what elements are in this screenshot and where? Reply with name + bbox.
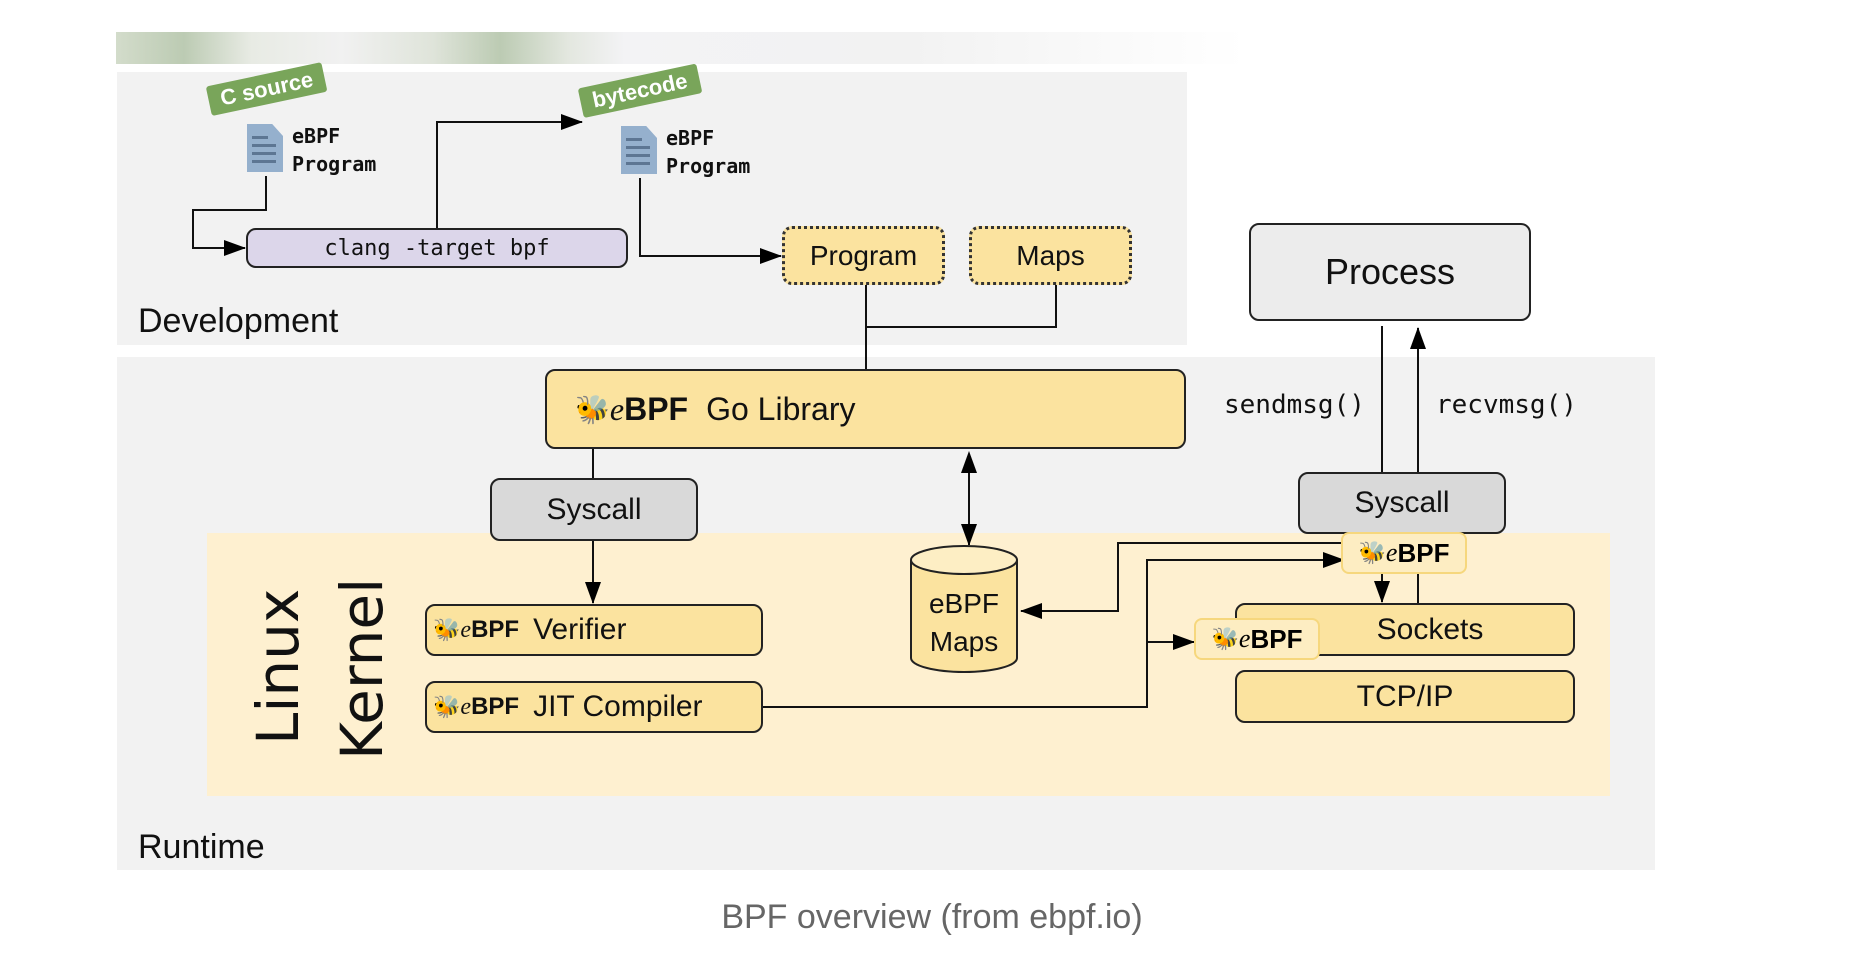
maps-store-line2: Maps — [929, 626, 999, 657]
header-banner — [116, 32, 1246, 64]
bee-icon: 🐝 — [1211, 626, 1239, 651]
source-doc-line1: eBPF — [292, 124, 341, 148]
source-doc-line2: Program — [292, 152, 377, 176]
syscall-right-box[interactable]: Syscall — [1298, 472, 1506, 534]
jit-label: JIT Compiler — [533, 690, 703, 723]
ebpf-maps-store[interactable]: eBPF Maps — [911, 585, 1017, 661]
logo-e: e — [1385, 538, 1398, 567]
clang-compiler-box[interactable]: clang -target bpf — [246, 228, 628, 268]
syscall-left-box[interactable]: Syscall — [490, 478, 698, 541]
logo-bpf: BPF — [1397, 537, 1450, 568]
bee-icon: 🐝 — [433, 617, 461, 642]
bee-icon: 🐝 — [1358, 540, 1386, 565]
sendmsg-label: sendmsg() — [1224, 390, 1365, 420]
source-document-icon — [247, 124, 283, 172]
logo-bpf: BPF — [471, 693, 520, 720]
bee-icon: 🐝 — [433, 694, 461, 719]
tcpip-box[interactable]: TCP/IP — [1235, 670, 1575, 723]
development-label: Development — [138, 302, 339, 340]
program-box[interactable]: Program — [782, 226, 945, 285]
verifier-label: Verifier — [533, 613, 627, 646]
kernel-label-kernel: Kernel — [328, 577, 396, 760]
source-doc-label: eBPF Program — [292, 122, 376, 178]
runtime-label: Runtime — [138, 828, 265, 866]
maps-store-line1: eBPF — [928, 588, 1000, 619]
logo-bpf: BPF — [471, 616, 520, 643]
bytecode-doc-line2: Program — [666, 154, 751, 178]
logo-e: e — [1238, 624, 1251, 653]
maps-box[interactable]: Maps — [969, 226, 1132, 285]
bytecode-document-icon — [621, 126, 657, 174]
figure-caption: BPF overview (from ebpf.io) — [721, 898, 1143, 936]
bee-icon: 🐝 — [575, 393, 610, 425]
logo-e: e — [609, 390, 625, 427]
go-library-label: Go Library — [706, 390, 856, 427]
logo-bpf: BPF — [624, 390, 689, 427]
bytecode-doc-line1: eBPF — [666, 126, 715, 150]
process-box[interactable]: Process — [1249, 223, 1531, 321]
bytecode-doc-label: eBPF Program — [666, 124, 750, 180]
kernel-label-linux: Linux — [244, 588, 312, 745]
logo-e: e — [460, 693, 472, 720]
logo-bpf: BPF — [1250, 623, 1303, 654]
logo-e: e — [460, 616, 472, 643]
recvmsg-label: recvmsg() — [1436, 390, 1577, 420]
